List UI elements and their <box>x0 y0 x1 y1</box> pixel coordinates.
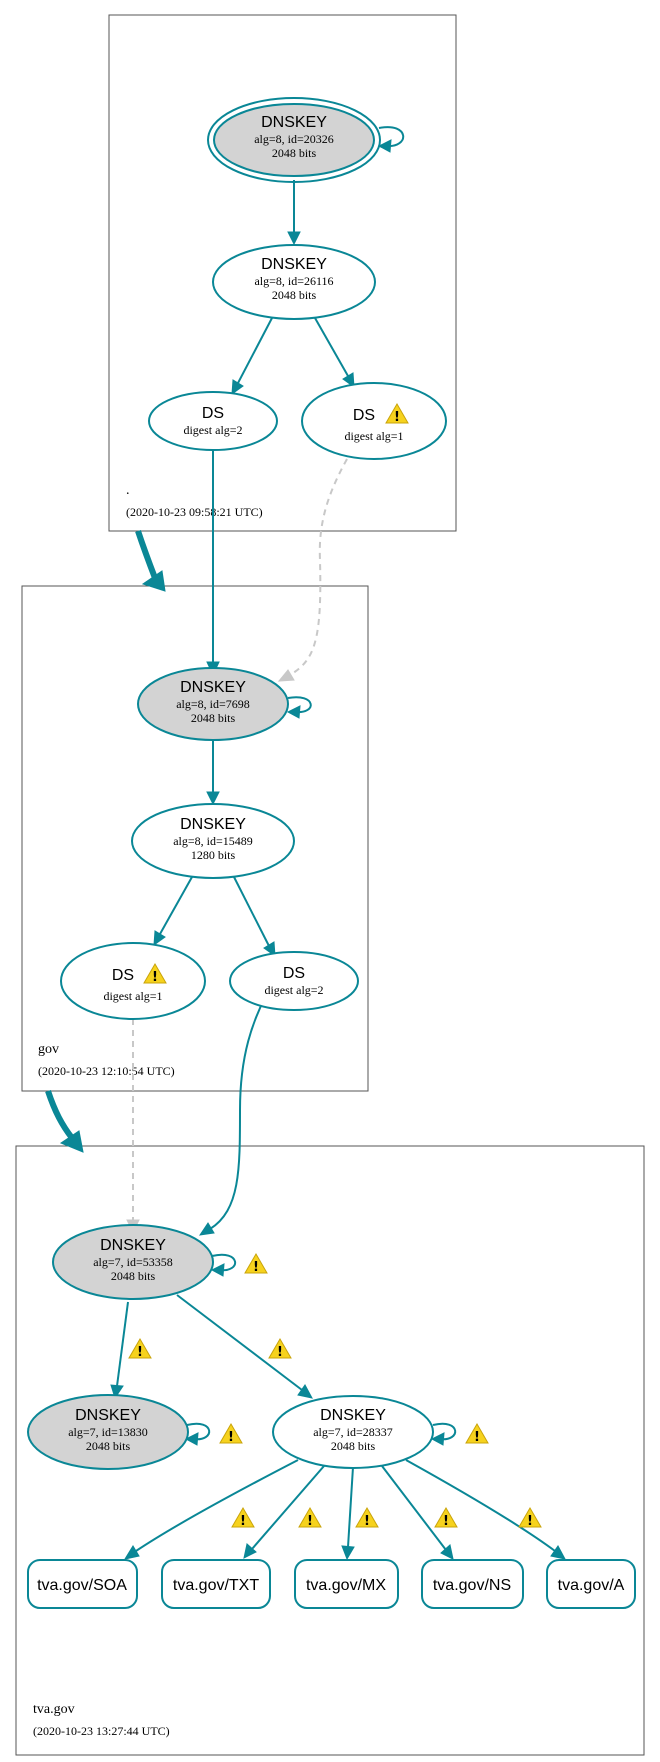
edge-tva-zsk-mx <box>347 1466 354 1548</box>
self-sign-arrowhead <box>377 139 392 153</box>
edge-arrowhead <box>342 372 355 389</box>
edge-arrowhead <box>341 1545 355 1561</box>
node-title: DNSKEY <box>320 1407 386 1424</box>
dnskey-node-tva-zsk[interactable]: DNSKEY alg=7, id=28337 2048 bits <box>272 1395 434 1469</box>
ds-node-root-digest1[interactable]: DS digest alg=1 <box>301 382 447 460</box>
record-node-txt[interactable]: tva.gov/TXT <box>161 1559 271 1609</box>
delegation-edge-gov-tva <box>45 1090 75 1140</box>
edge-gov-ds2-tva-ksk <box>209 977 277 1230</box>
record-label: tva.gov/A <box>558 1577 625 1594</box>
edge-tva-zsk-ns <box>381 1465 447 1551</box>
record-label: tva.gov/TXT <box>173 1577 259 1594</box>
edge-tva-zsk-txt <box>251 1465 325 1550</box>
node-detail: alg=8, id=15489 <box>173 834 253 848</box>
dnskey-node-tva-ksk[interactable]: DNSKEY alg=7, id=53358 2048 bits <box>52 1224 214 1300</box>
dnskey-node-tva-key2[interactable]: DNSKEY alg=7, id=13830 2048 bits <box>27 1394 189 1470</box>
delegation-arrowhead <box>59 1130 84 1153</box>
node-detail: alg=8, id=20326 <box>254 132 334 146</box>
edge-arrowhead <box>206 791 220 806</box>
zone-tva-name: tva.gov <box>33 1702 75 1717</box>
edge-arrowhead <box>550 1545 566 1560</box>
zone-gov-name: gov <box>38 1042 59 1057</box>
record-node-mx[interactable]: tva.gov/MX <box>294 1559 399 1609</box>
self-sign-edge <box>378 126 405 148</box>
edge-arrowhead <box>297 1384 313 1399</box>
node-title: DS <box>202 405 224 422</box>
edge-tva-zsk-soa <box>135 1459 299 1552</box>
edge-tva-ksk-zsk <box>176 1294 303 1391</box>
delegation-arrowhead <box>141 570 166 592</box>
node-detail: 2048 bits <box>86 1439 131 1453</box>
record-label: tva.gov/MX <box>306 1577 386 1594</box>
edge-arrowhead <box>277 669 295 682</box>
self-sign-arrowhead <box>286 705 301 719</box>
node-detail: alg=7, id=13830 <box>68 1425 148 1439</box>
node-title: DNSKEY <box>261 256 327 273</box>
node-detail: 2048 bits <box>331 1439 376 1453</box>
edge-arrowhead <box>263 941 276 958</box>
ds-node-root-digest2[interactable]: DS digest alg=2 <box>148 391 278 451</box>
node-detail: alg=7, id=28337 <box>313 1425 393 1439</box>
node-title: DNSKEY <box>75 1407 141 1424</box>
edge-root-zsk-ds1 <box>314 317 349 377</box>
node-detail: alg=8, id=7698 <box>176 697 250 711</box>
ds-node-gov-digest2[interactable]: DS digest alg=2 <box>229 951 359 1011</box>
record-label: tva.gov/NS <box>433 1577 511 1594</box>
dnskey-node-root-ksk[interactable]: DNSKEY alg=8, id=20326 2048 bits <box>207 97 381 183</box>
node-title: DNSKEY <box>100 1237 166 1254</box>
ds-node-gov-digest1[interactable]: DS digest alg=1 <box>60 942 206 1020</box>
record-node-ns[interactable]: tva.gov/NS <box>421 1559 524 1609</box>
edge-arrowhead <box>440 1544 454 1560</box>
self-sign-edge <box>432 1422 457 1441</box>
self-sign-arrowhead <box>430 1432 445 1446</box>
zone-root-timestamp: (2020-10-23 09:58:21 UTC) <box>126 505 263 519</box>
node-title: DNSKEY <box>261 114 327 131</box>
node-detail: digest alg=1 <box>344 429 403 443</box>
node-title: DS <box>112 967 134 984</box>
self-sign-edge <box>287 696 312 714</box>
record-node-soa[interactable]: tva.gov/SOA <box>27 1559 138 1609</box>
node-detail: alg=8, id=26116 <box>254 274 333 288</box>
node-detail: 2048 bits <box>272 288 317 302</box>
zone-gov-timestamp: (2020-10-23 12:10:54 UTC) <box>38 1064 175 1078</box>
edge-gov-zsk-ds2 <box>233 876 270 947</box>
self-sign-arrowhead <box>184 1432 199 1446</box>
dnskey-node-gov-zsk[interactable]: DNSKEY alg=8, id=15489 1280 bits <box>131 803 295 879</box>
node-detail: 1280 bits <box>191 848 236 862</box>
node-detail: digest alg=2 <box>183 423 242 437</box>
record-label: tva.gov/SOA <box>37 1577 127 1594</box>
edge-root-zsk-ds2 <box>237 317 273 384</box>
node-title: DS <box>353 407 375 424</box>
zone-tva-timestamp: (2020-10-23 13:27:44 UTC) <box>33 1724 170 1738</box>
node-detail: alg=7, id=53358 <box>93 1255 173 1269</box>
node-detail: 2048 bits <box>191 711 236 725</box>
edge-arrowhead <box>153 930 166 947</box>
self-sign-edge <box>211 1253 237 1272</box>
edge-arrowhead <box>198 1222 215 1236</box>
edge-arrowhead <box>123 1545 140 1560</box>
node-detail: 2048 bits <box>272 146 317 160</box>
node-title: DNSKEY <box>180 816 246 833</box>
edge-tva-ksk-key2 <box>116 1301 129 1387</box>
edge-arrowhead <box>287 231 301 246</box>
node-title: DNSKEY <box>180 679 246 696</box>
edge-arrowhead <box>231 379 244 396</box>
record-node-a[interactable]: tva.gov/A <box>546 1559 636 1609</box>
node-detail: digest alg=1 <box>103 989 162 1003</box>
self-sign-edge <box>186 1422 211 1441</box>
delegation-edge-root-gov <box>135 530 158 580</box>
edge-tva-zsk-a <box>405 1459 556 1552</box>
edge-gov-zsk-ds1 <box>159 876 193 935</box>
node-detail: 2048 bits <box>111 1269 156 1283</box>
node-detail: digest alg=2 <box>264 983 323 997</box>
zone-root-name: . <box>126 483 130 498</box>
edge-arrowhead <box>243 1543 257 1559</box>
dnskey-node-gov-ksk[interactable]: DNSKEY alg=8, id=7698 2048 bits <box>137 667 289 741</box>
node-title: DS <box>283 965 305 982</box>
dnskey-node-root-zsk[interactable]: DNSKEY alg=8, id=26116 2048 bits <box>212 244 376 320</box>
self-sign-arrowhead <box>210 1263 225 1277</box>
